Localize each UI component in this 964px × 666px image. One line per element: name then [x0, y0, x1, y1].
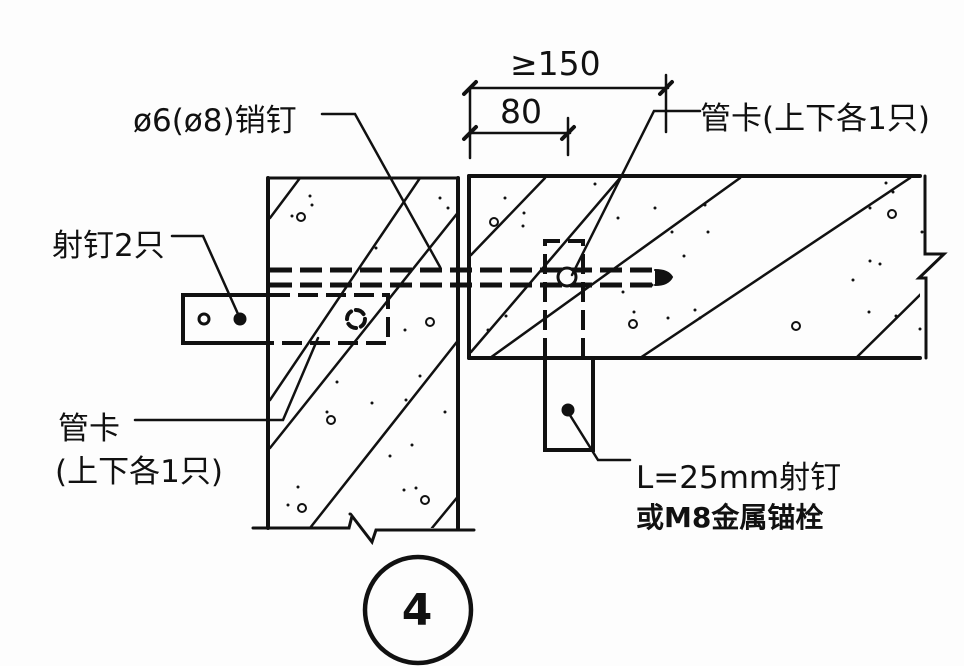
right-pipe-clamp	[543, 239, 595, 452]
left-pipe-clamp	[181, 293, 390, 345]
label-anchor-2: 或M8金属锚栓	[636, 501, 824, 534]
pin-nail-ring	[556, 266, 578, 288]
label-anchor-1: L=25mm射钉	[636, 460, 842, 496]
horizontal-slab	[467, 174, 948, 360]
detail-number: 4	[401, 584, 433, 636]
label-pin-nail: ø6(ø8)销钉	[133, 103, 297, 139]
detail-number-circle	[362, 554, 474, 666]
dimension-lines	[462, 73, 674, 160]
label-pipe-clamp-left-2: (上下各1只)	[55, 454, 223, 490]
pin-nail	[270, 267, 655, 288]
dimension-inner: 80	[500, 92, 542, 131]
label-shot-nails: 射钉2只	[52, 228, 165, 264]
leader-lines	[133, 109, 702, 462]
pin-nail-tip	[654, 269, 674, 286]
label-pipe-clamp-left-1: 管卡	[58, 411, 120, 447]
label-pipe-clamp-right: 管卡(上下各1只)	[700, 101, 930, 137]
dimension-outer: ≥150	[510, 44, 601, 83]
vertical-wall	[251, 176, 476, 546]
